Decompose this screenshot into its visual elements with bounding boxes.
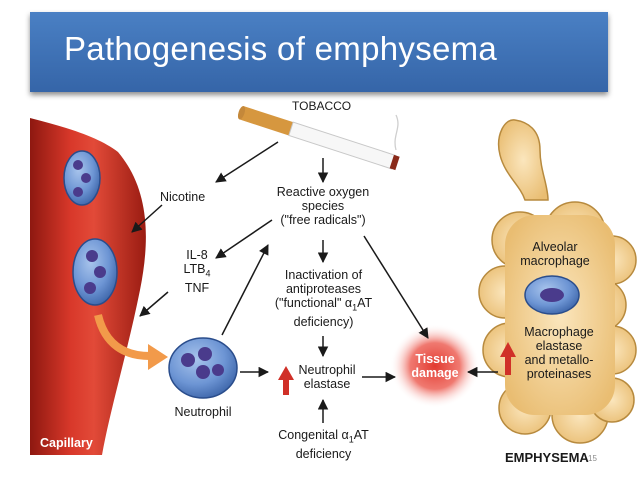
label-congenital-line2: deficiency bbox=[295, 446, 352, 461]
label-alveolar-macrophage-line2: macrophage bbox=[520, 254, 590, 268]
neutrophil-cell bbox=[168, 337, 238, 399]
label-neutrophil: Neutrophil bbox=[174, 405, 232, 419]
label-ros-line1: Reactive oxygen bbox=[276, 185, 370, 199]
arrow-neutrophil-ros bbox=[221, 244, 269, 336]
slide-title: Pathogenesis of emphysema bbox=[64, 30, 498, 67]
label-inactivation: Inactivation of antiproteases ("function… bbox=[266, 268, 381, 329]
label-neutrophil-elastase-line1: Neutrophil bbox=[298, 363, 356, 377]
label-inactivation-line3a: ("functional" α bbox=[274, 296, 353, 310]
label-neutrophil-elastase-line2: elastase bbox=[303, 377, 351, 391]
label-inactivation-line1: Inactivation of bbox=[284, 268, 363, 282]
label-congenital-subscript: 1 bbox=[348, 434, 354, 445]
transmigration-arrow bbox=[94, 313, 151, 360]
label-macrophage-elastase-line3: and metallo- bbox=[524, 353, 594, 367]
label-ltb: LTB bbox=[183, 262, 206, 276]
label-ros-line2: species bbox=[301, 199, 345, 213]
label-alveolar-macrophage-line1: Alveolar bbox=[532, 240, 578, 254]
arrow-cytokines-capillary bbox=[139, 291, 169, 317]
arrow-ros-tissue bbox=[363, 235, 429, 339]
label-congenital-line1b: AT bbox=[353, 428, 369, 442]
label-inactivation-subscript: 1 bbox=[352, 302, 358, 313]
slide-number: 15 bbox=[588, 454, 597, 463]
arrow-ros-il8 bbox=[215, 219, 273, 259]
label-ltb-subscript: 4 bbox=[205, 268, 211, 279]
label-inactivation-line2: antiproteases bbox=[285, 282, 362, 296]
cigarette bbox=[237, 106, 400, 171]
label-tobacco: TOBACCO bbox=[292, 99, 352, 113]
capillary-cell-middle bbox=[72, 238, 118, 306]
label-tissue-damage-line1: Tissue bbox=[415, 352, 455, 366]
label-emphysema: EMPHYSEMA bbox=[505, 450, 589, 465]
label-ros: Reactive oxygen species ("free radicals"… bbox=[269, 185, 377, 227]
tissue-damage-glow bbox=[390, 324, 480, 408]
label-tissue-damage: Tissue damage bbox=[400, 352, 470, 380]
label-inactivation-line4: deficiency) bbox=[293, 314, 354, 329]
label-nicotine: Nicotine bbox=[160, 190, 206, 204]
alveolar-structure bbox=[478, 119, 637, 444]
capillary-cell-top bbox=[63, 150, 101, 206]
label-tissue-damage-line2: damage bbox=[411, 366, 459, 380]
increase-arrow-macrophage bbox=[500, 342, 516, 375]
label-macrophage-elastase-line2: elastase bbox=[535, 339, 583, 353]
label-congenital-line1a: Congenital α bbox=[278, 428, 349, 442]
arrow-tobacco-nicotine bbox=[215, 141, 279, 183]
label-capillary: Capillary bbox=[40, 436, 93, 450]
label-il8: IL-8 bbox=[186, 248, 208, 262]
arrow-nicotine-capillary bbox=[131, 204, 163, 233]
smoke bbox=[394, 114, 399, 151]
label-ros-line3: ("free radicals") bbox=[280, 213, 366, 227]
label-cytokines: IL-8 LTB4 TNF bbox=[177, 248, 217, 295]
title-bar bbox=[30, 12, 608, 92]
label-macrophage-elastase-line1: Macrophage bbox=[524, 325, 594, 339]
label-alveolar-macrophage: Alveolar macrophage bbox=[512, 240, 598, 268]
increase-arrow-neutrophil bbox=[278, 366, 294, 395]
alveolar-macrophage-cell bbox=[524, 275, 580, 315]
label-congenital: Congenital α1AT deficiency bbox=[266, 428, 381, 461]
label-macrophage-elastase-line4: proteinases bbox=[526, 367, 592, 381]
label-inactivation-line3b: AT bbox=[357, 296, 373, 310]
label-macrophage-elastase: Macrophage elastase and metallo- protein… bbox=[513, 325, 605, 381]
label-tnf: TNF bbox=[184, 280, 210, 295]
label-neutrophil-elastase: Neutrophil elastase bbox=[296, 363, 358, 391]
